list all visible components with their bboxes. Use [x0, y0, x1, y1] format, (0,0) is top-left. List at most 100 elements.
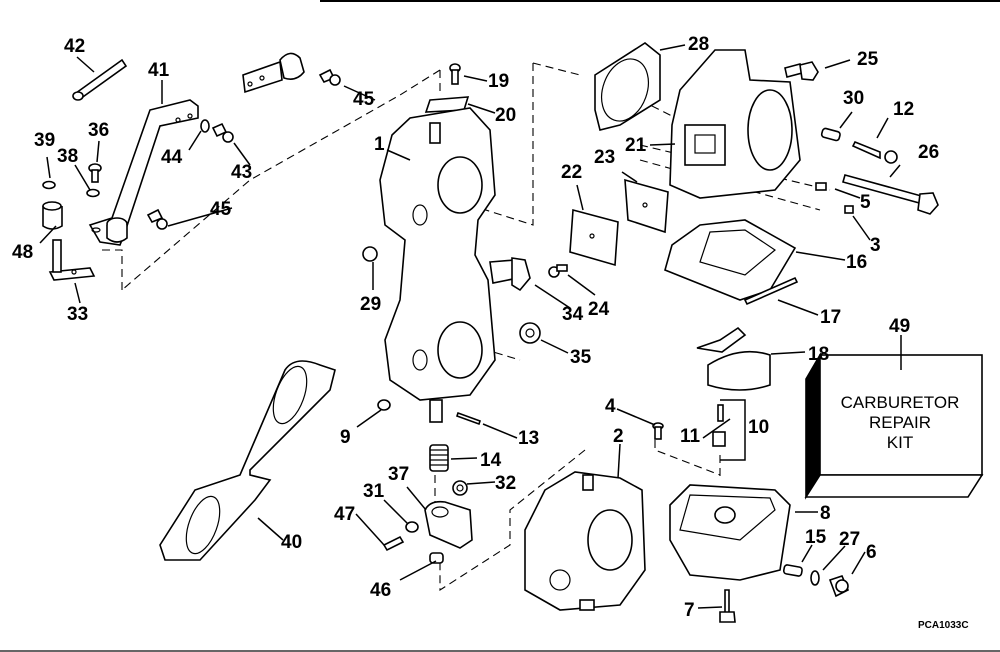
callout-47: 47	[334, 504, 355, 525]
part-46-bushing	[429, 552, 444, 564]
kit-label-line-1: CARBURETOR	[841, 393, 960, 412]
callout-17: 17	[820, 307, 841, 328]
callout-21: 21	[625, 135, 647, 156]
callout-36: 36	[88, 120, 109, 141]
callout-1: 1	[374, 134, 385, 155]
part-38-washer	[86, 188, 100, 198]
part-23-gasket	[624, 178, 669, 234]
part-9-plug	[377, 399, 391, 411]
part-15-orifice	[782, 564, 803, 577]
part-7-screw	[719, 589, 736, 623]
part-33-lever-plate	[48, 239, 96, 281]
callout-29: 29	[360, 294, 381, 315]
callout-16: 16	[846, 252, 867, 273]
part-44-washer	[200, 119, 210, 133]
part-48-bushing	[42, 201, 63, 230]
part-24-screw	[548, 264, 568, 278]
callout-38: 38	[57, 146, 78, 167]
callout-37: 37	[388, 464, 409, 485]
callout-41: 41	[148, 60, 170, 81]
callout-27: 27	[839, 529, 860, 550]
part-43-screw	[211, 122, 234, 143]
part-13-pin	[455, 411, 482, 426]
part-12-idle-screw	[851, 140, 898, 164]
callout-39: 39	[34, 130, 55, 151]
figure-code: PCA1033C	[918, 620, 969, 631]
part-4-screw	[652, 422, 664, 440]
top-edge-line	[320, 0, 1000, 2]
part-49-repair-kit-box	[804, 352, 984, 500]
callout-22: 22	[561, 162, 582, 183]
part-2-carburetor-body	[524, 471, 646, 611]
part-1-carburetor-body	[379, 107, 496, 423]
callout-3: 3	[870, 235, 881, 256]
part-8-float-bowl	[669, 484, 791, 581]
part-31-washer	[405, 521, 419, 533]
part-17-float-pin	[743, 276, 799, 306]
part-26-long-bolt	[842, 174, 939, 215]
callout-4: 4	[605, 396, 616, 417]
callout-44: 44	[161, 147, 183, 168]
callout-13: 13	[518, 428, 539, 449]
callout-11: 11	[680, 426, 701, 447]
callout-49: 49	[889, 316, 910, 337]
kit-label-line-2: REPAIR	[869, 413, 931, 432]
part-42-long-screw	[72, 58, 128, 101]
callout-6: 6	[866, 542, 877, 563]
callout-14: 14	[480, 450, 502, 471]
callout-9: 9	[340, 427, 351, 448]
part-45-screw-lower	[146, 208, 168, 230]
part-6-plug	[828, 575, 850, 598]
repair-kit-label: CARBURETOR REPAIR KIT	[841, 393, 960, 452]
part-41-lever-arm	[88, 99, 199, 246]
callout-33: 33	[67, 304, 88, 325]
leader-lines	[39, 44, 902, 609]
callout-45-upper: 45	[353, 89, 375, 110]
callout-15: 15	[805, 527, 827, 548]
part-21-silencer-base	[669, 49, 801, 199]
callout-32: 32	[495, 473, 516, 494]
part-11-needle	[717, 404, 724, 422]
callout-48: 48	[12, 242, 33, 263]
callout-18: 18	[808, 344, 829, 365]
callout-46: 46	[370, 580, 391, 601]
part-upper-link	[242, 52, 305, 94]
callout-8: 8	[820, 503, 831, 524]
bottom-edge-line	[0, 650, 1000, 652]
part-29-plug	[362, 246, 378, 262]
callout-19: 19	[488, 71, 509, 92]
callout-7: 7	[684, 600, 695, 621]
callout-25: 25	[857, 49, 879, 70]
callout-12: 12	[893, 99, 914, 120]
callout-43: 43	[231, 162, 252, 183]
callout-24: 24	[588, 299, 610, 320]
callout-34: 34	[562, 304, 584, 325]
callout-5: 5	[860, 192, 871, 213]
callout-40: 40	[281, 532, 302, 553]
callout-10: 10	[748, 417, 769, 438]
callout-30: 30	[843, 88, 864, 109]
part-5-plug	[815, 182, 827, 191]
part-22-cover	[569, 208, 619, 267]
part-25-bolt	[784, 61, 819, 81]
callout-31: 31	[363, 481, 385, 502]
part-14-spring	[429, 444, 449, 472]
part-10-needle-seat	[712, 399, 746, 461]
part-47-screw	[382, 535, 405, 552]
callout-26: 26	[918, 142, 939, 163]
part-45-screw-upper	[318, 68, 341, 86]
callout-20: 20	[495, 105, 516, 126]
part-18-float	[696, 326, 771, 391]
part-37-lever	[424, 500, 473, 549]
part-40-gasket	[159, 360, 336, 561]
part-19-screw	[449, 63, 461, 85]
callout-28: 28	[688, 34, 709, 55]
part-28-gasket	[594, 42, 661, 131]
callout-42: 42	[64, 36, 85, 57]
part-36-screw	[88, 163, 102, 183]
part-35-nut	[519, 322, 541, 344]
callout-labels: 42 41 45 36 39 38 44 43 45 48 33 19 20 1…	[12, 34, 939, 621]
callout-23: 23	[594, 147, 615, 168]
kit-label-line-3: KIT	[887, 433, 913, 452]
